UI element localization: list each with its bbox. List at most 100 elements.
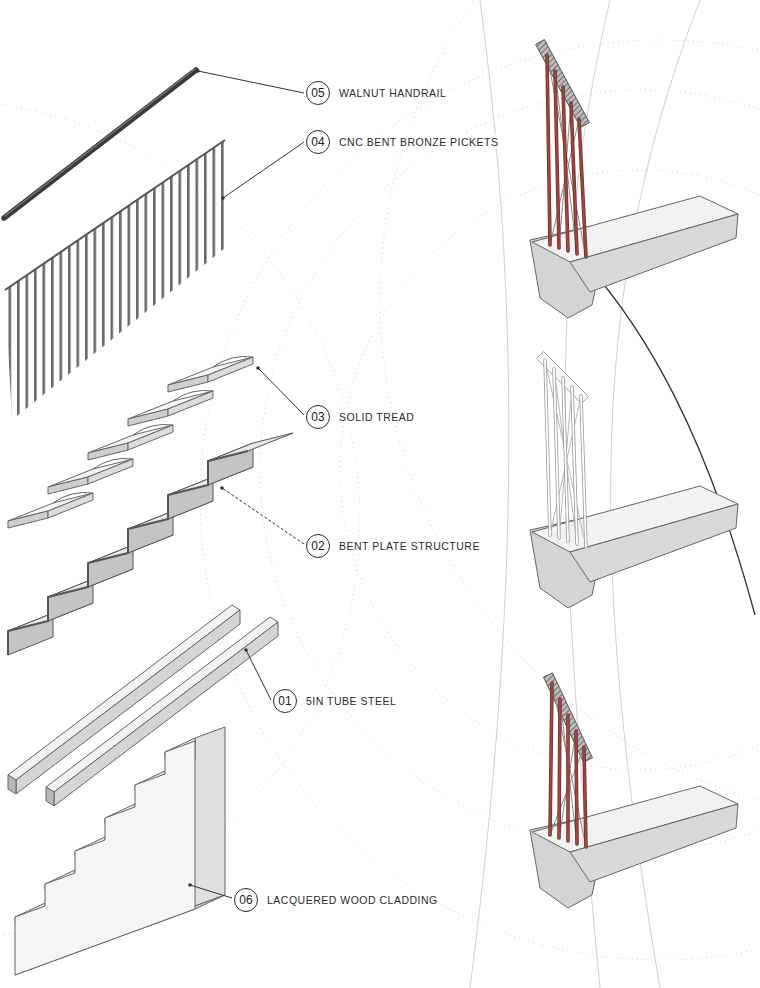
treads [128,391,213,419]
tread-detail [563,378,568,541]
tread-detail [550,683,586,847]
leader-line [190,885,232,898]
treads [173,390,213,401]
tread-detail [545,360,586,547]
callout: 04 CNC BENT BRONZE PICKETS [306,130,501,154]
leader-line [190,71,304,898]
tread-detail [571,103,577,254]
tread-detail [530,40,738,318]
tread-detail [554,369,559,538]
treads [48,493,93,518]
construction-arcs [260,90,760,850]
tread-detail [563,87,568,251]
tread-detail [566,715,570,841]
tread-detail [545,360,550,535]
callout-number: 05 [306,81,330,105]
treads [208,357,253,382]
tread-detail [545,360,550,535]
pickets [5,140,225,290]
tread-detail [547,55,586,257]
treads [93,458,133,469]
callout: 03 SOLID TREAD [306,405,416,429]
callout-number: 06 [234,888,258,912]
construction-arcs [340,170,760,770]
treads [88,425,173,453]
tread-detail [567,715,569,841]
tread-detail [530,486,738,608]
tread-detail [555,71,577,254]
tread-detail [563,378,568,541]
tread-detail [559,699,560,838]
tread-detail [530,786,738,908]
tube-steel [8,605,278,806]
tread-detail [576,731,577,844]
tread-detail [563,87,568,251]
leader-dot [196,69,200,73]
leader-dot [244,648,248,652]
tread-detail [552,683,586,847]
tread-detail [547,55,586,257]
tread-detail [550,683,552,835]
tread-detail [554,369,577,544]
tread-detail [581,396,586,547]
treads [168,357,253,385]
callout: 01 5IN TUBE STEEL [273,689,398,713]
leader-line [222,488,304,544]
tread-detail [563,87,568,251]
leader-dot [256,366,260,370]
callout-number: 04 [306,130,330,154]
treads [128,425,173,450]
construction-arcs [200,40,760,960]
part-name: 5IN TUBE STEEL [304,694,398,708]
tread-detail [579,119,586,257]
leader-dot [188,883,192,887]
part-name: CNC BENT BRONZE PICKETS [337,135,501,149]
tread-detail [547,55,586,257]
treads [8,493,93,521]
tread-detail [550,683,586,847]
wood-cladding [15,727,225,975]
tread-detail [530,196,738,318]
leader-line [258,368,304,415]
leader-line [198,71,304,93]
callout-number: 03 [306,405,330,429]
tread-detail [579,119,586,257]
leader-dot [221,196,225,200]
tread-detail [584,747,586,847]
tread-detail [550,683,586,847]
tread-detail [530,352,738,609]
tread-detail [555,71,559,248]
part-name: LACQUERED WOOD CLADDING [265,893,440,907]
treads [213,356,253,367]
treads [48,477,88,494]
tread-detail [584,747,586,847]
treads [168,391,213,416]
tread-detail [530,673,738,908]
callout-number: 01 [273,689,297,713]
treads [88,443,128,460]
tread-detail [547,55,550,245]
leader-dot [220,486,224,490]
treads [168,375,208,392]
tread-detail [559,699,560,838]
part-name: SOLID TREAD [337,410,416,424]
tread-detail [581,396,586,547]
construction-arcs [380,0,760,820]
tube-steel [46,617,278,792]
tread-detail [576,731,577,844]
part-name: BENT PLATE STRUCTURE [337,539,482,553]
callout-number: 02 [306,534,330,558]
tread-detail [554,369,559,538]
callout: 05 WALNUT HANDRAIL [306,81,448,105]
bent-plate [8,433,293,655]
leader-dot [188,69,260,887]
part-name: WALNUT HANDRAIL [337,86,448,100]
tread-detail [545,360,586,547]
treads [128,409,168,426]
leader-line [246,650,271,700]
tread-detail [545,360,586,547]
treads [53,492,93,503]
treads [133,424,173,435]
tread-detail [545,360,586,547]
tube-steel [46,787,54,806]
